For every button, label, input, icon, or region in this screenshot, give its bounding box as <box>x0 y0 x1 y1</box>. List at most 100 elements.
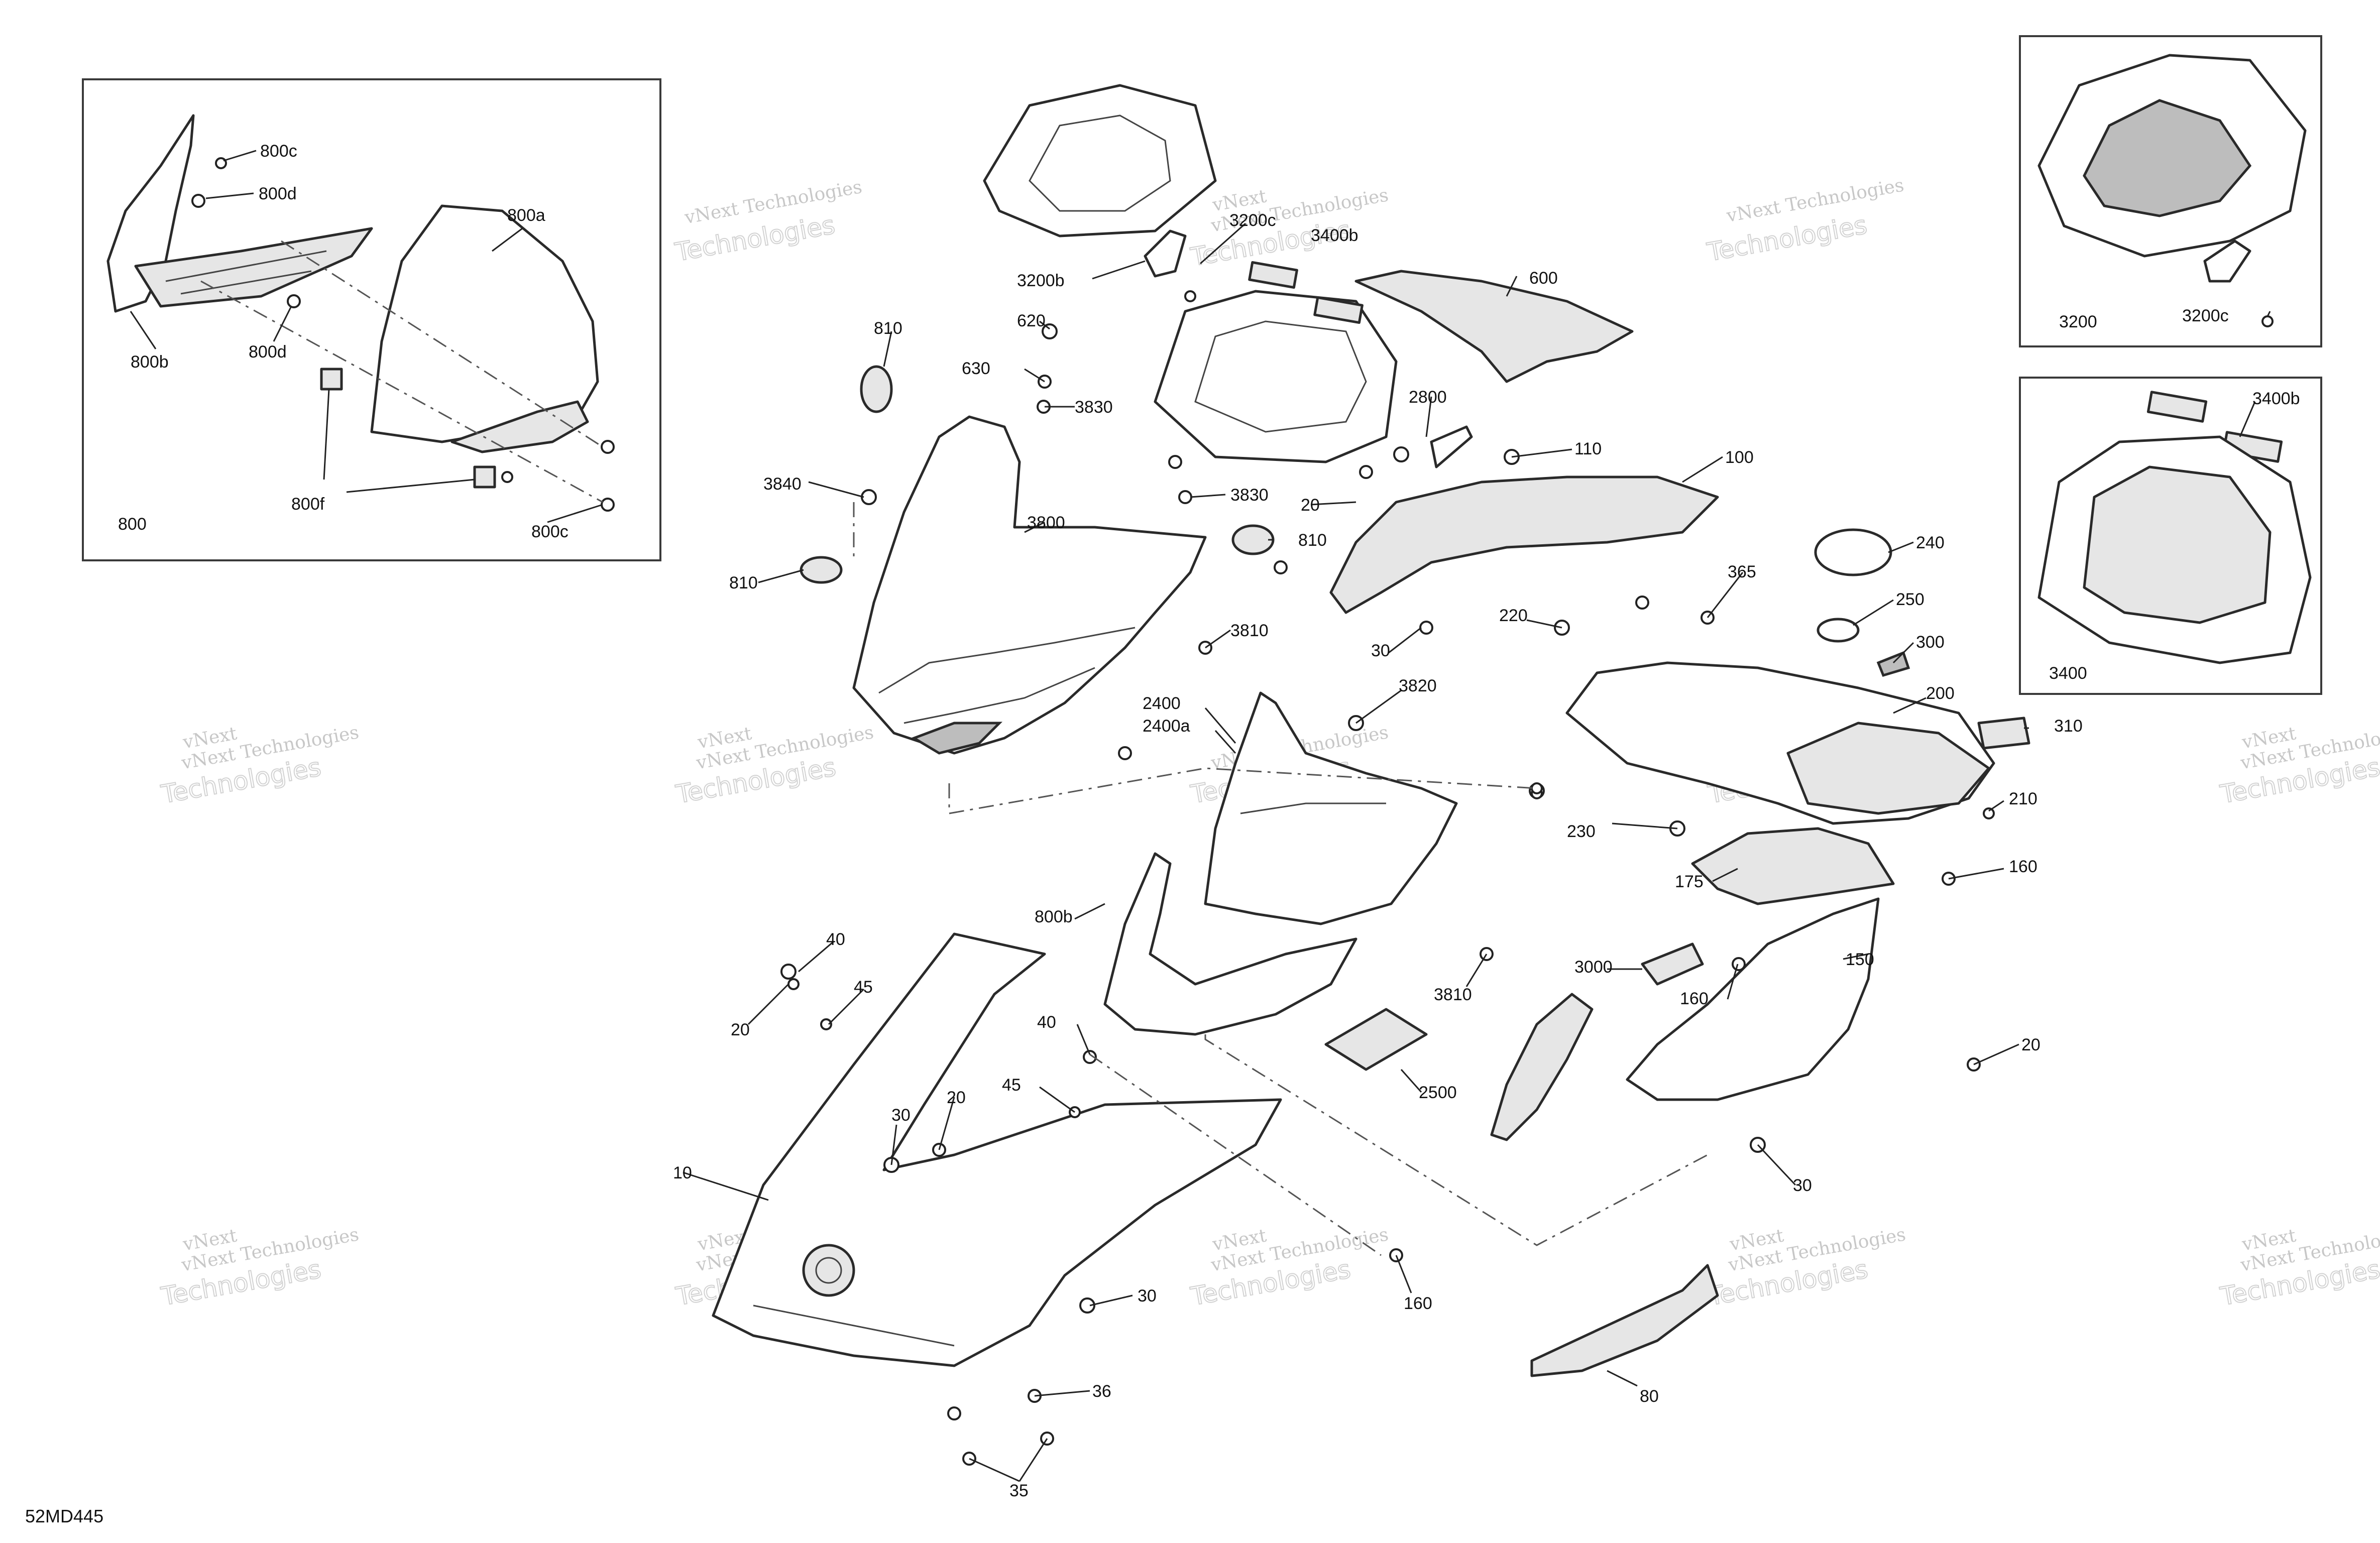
callout-label: 800a <box>507 206 545 225</box>
pad-3400b-part <box>2146 391 2208 423</box>
callout-label: 3400b <box>1311 226 1358 245</box>
callout-label: 3200 <box>2059 312 2097 331</box>
callout-label: 300 <box>1916 633 1945 652</box>
ring-250-part <box>1817 618 1860 643</box>
pad-2500-part <box>1324 1008 1428 1071</box>
cap-300-part <box>1876 651 1910 677</box>
callout-label: 230 <box>1567 822 1596 841</box>
callout-label: 800b <box>1035 907 1073 926</box>
callout-label: 2800 <box>1409 388 1447 407</box>
callout-label: 800f <box>291 495 325 514</box>
cover-600-part <box>1354 270 1634 383</box>
bracket-3200c-part <box>2203 240 2251 283</box>
callout-label: 240 <box>1916 533 1945 552</box>
callout-label: 810 <box>729 573 758 592</box>
callout-label: 3810 <box>1434 985 1472 1004</box>
pad-800f-part <box>320 368 343 391</box>
diagram-reference: 52MD445 <box>25 1506 103 1526</box>
watermark: vNext vNext Technologies Technologies <box>673 722 875 809</box>
callout-label: 365 <box>1728 562 1756 581</box>
callout-label: 30 <box>1138 1286 1157 1305</box>
inset-box-3400 <box>2019 377 2322 695</box>
fairing-main-part <box>712 932 1282 1367</box>
callout-label: 210 <box>2009 789 2037 808</box>
nut-800d-part <box>287 294 301 308</box>
bracket-2800-part <box>1430 425 1473 468</box>
front-nose-3800-part <box>852 415 1207 755</box>
cap-240-part <box>1814 528 1892 576</box>
storage-bin-main-part <box>1154 261 1398 463</box>
tank-200-part <box>1565 528 2030 825</box>
grommet-810-part <box>800 556 843 584</box>
watermark: vNext vNext Technologies Technologies <box>2217 722 2380 809</box>
callout-label: 45 <box>854 978 873 997</box>
callout-label: 100 <box>1725 448 1754 467</box>
callout-label: 20 <box>2021 1035 2041 1054</box>
watermark: vNext vNext Technologies Technologies <box>2217 1224 2380 1312</box>
screw-800c-part <box>601 498 615 512</box>
callout-label: 3000 <box>1574 958 1613 977</box>
nut-800d-part <box>191 194 205 208</box>
callout-label: 2400 <box>1143 694 1181 713</box>
callout-label: 2500 <box>1419 1083 1457 1102</box>
callout-label: 3840 <box>763 474 802 494</box>
callout-label: 36 <box>1092 1382 1111 1401</box>
upper-cover-part <box>983 84 1217 302</box>
callout-label: 3400b <box>2252 389 2300 408</box>
nose-panel-part <box>852 415 1207 755</box>
watermark: vNext vNext Technologies Technologies <box>1705 1224 1907 1312</box>
callout-label: 175 <box>1675 872 1704 891</box>
grommet-810-part <box>1231 524 1275 555</box>
callout-label: 3810 <box>1230 621 1269 640</box>
callout-label: 3200c <box>1229 211 1276 230</box>
callout-label: 600 <box>1529 269 1558 288</box>
callout-label: 620 <box>1017 311 1046 330</box>
inset-box-windshield <box>82 78 661 561</box>
callout-label: 160 <box>2009 857 2037 876</box>
callout-label: 3400 <box>2049 664 2087 683</box>
callout-label: 160 <box>1680 989 1709 1008</box>
callout-label: 110 <box>1574 439 1602 458</box>
pad-3000-part <box>1641 942 1704 986</box>
pad-800f-part <box>473 465 496 489</box>
side-panel-150-part <box>1626 897 1880 1101</box>
callout-label: 45 <box>1002 1076 1021 1095</box>
watermark: vNext vNext Technologies Technologies <box>158 1224 361 1312</box>
callout-label: 35 <box>1009 1481 1029 1500</box>
washer-part <box>501 471 513 483</box>
callout-label: 40 <box>826 930 845 949</box>
part-small-panel <box>1490 993 1594 1141</box>
callout-label: 40 <box>1037 1013 1056 1032</box>
callout-label: 800 <box>118 515 147 534</box>
callout-label: 800d <box>259 184 297 203</box>
callout-label: 800b <box>131 352 169 372</box>
inset-box-3200 <box>2019 35 2322 347</box>
callout-label: 800d <box>249 342 287 362</box>
windshield-bracket-part <box>450 400 589 453</box>
callout-label: 3200b <box>1017 271 1065 290</box>
callout-label: 160 <box>1404 1294 1432 1313</box>
screw-800c-part <box>601 440 615 454</box>
panel-2400-part <box>1204 691 1458 925</box>
front-cover-800b-part <box>1103 852 1357 1036</box>
callout-label: 3830 <box>1230 486 1269 505</box>
callout-label: 30 <box>891 1106 911 1125</box>
callout-label: 10 <box>673 1163 692 1182</box>
bracket-3200b-part <box>1144 229 1187 278</box>
callout-label: 20 <box>947 1088 966 1107</box>
callout-label: 3820 <box>1399 676 1437 695</box>
callout-label: 20 <box>731 1020 750 1039</box>
callout-label: 2400a <box>1143 717 1190 736</box>
lower-fairing-10-part <box>712 932 1282 1367</box>
cover-175-part <box>1691 827 1895 905</box>
callout-label: 220 <box>1499 606 1528 625</box>
callout-label: 150 <box>1846 950 1874 969</box>
deflector-part <box>134 227 373 308</box>
callout-label: 810 <box>1298 531 1327 550</box>
bin-main-part <box>1154 290 1398 463</box>
grommet-810-part <box>860 365 893 413</box>
seal-310-part <box>1977 717 2030 750</box>
callout-label: 630 <box>962 359 990 378</box>
watermark: vNext vNext Technologies Technologies <box>158 722 361 809</box>
storage-bin-3400-part <box>2037 391 2312 664</box>
